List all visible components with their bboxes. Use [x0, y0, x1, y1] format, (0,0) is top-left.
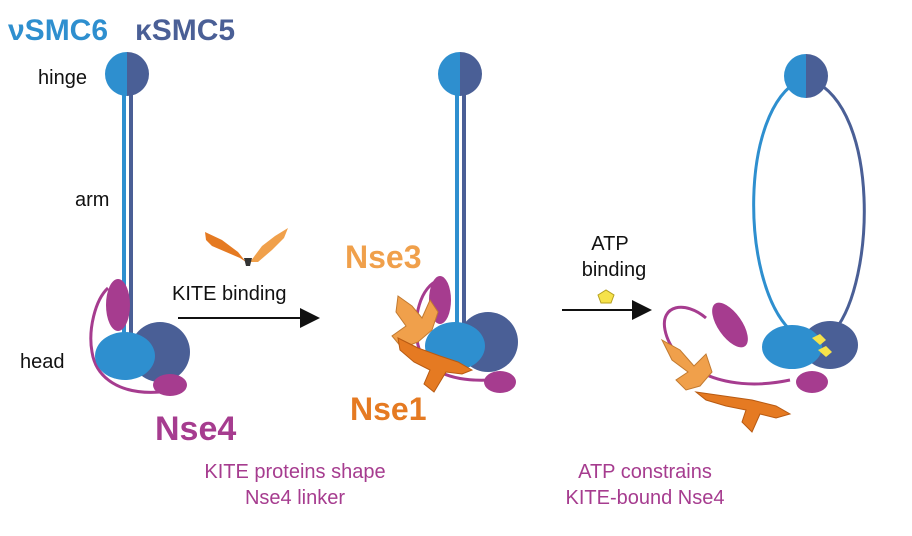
- nse1-protein-3: [694, 391, 792, 433]
- nse1-label: Nse1: [350, 391, 427, 427]
- caption-1-line-1: KITE proteins shape: [204, 461, 385, 483]
- atp-label-line-1: ATP: [591, 233, 628, 255]
- panel-3-atp-bound-complex: [660, 54, 866, 433]
- head-label: head: [20, 351, 65, 373]
- kite-bird-icon: [205, 228, 288, 266]
- atp-icon: [597, 289, 615, 304]
- smc6-head-3: [762, 325, 822, 369]
- atp-label-line-2: binding: [582, 259, 647, 281]
- nse4-n-domain: [106, 279, 130, 331]
- caption-2-line-1: ATP constrains: [578, 461, 712, 483]
- smc6-label: νSMC6: [8, 14, 108, 47]
- atp-bound-icon-2: [818, 346, 832, 357]
- caption-1-line-2: Nse4 linker: [245, 487, 345, 509]
- nse4-n-domain-3: [712, 302, 748, 348]
- smc5-label: κSMC5: [135, 14, 235, 47]
- nse4-linker: [89, 286, 161, 394]
- panel-1-smc-complex: [89, 52, 190, 396]
- nse4-c-domain-2: [484, 371, 516, 393]
- nse4-linker-2: [414, 278, 491, 382]
- nse4-c-domain: [153, 374, 187, 396]
- smc6-head: [95, 332, 155, 380]
- hinge-domain-2: [438, 52, 482, 96]
- kite-binding-label: KITE binding: [172, 283, 287, 305]
- arm-label: arm: [75, 189, 109, 211]
- panel-2-smc-kite-complex: [391, 52, 518, 393]
- hinge-domain-3: [784, 54, 828, 98]
- hinge-domain: [105, 52, 149, 96]
- nse3-protein: [391, 295, 439, 349]
- caption-2-line-2: KITE-bound Nse4: [566, 487, 725, 509]
- smc6-arm-3: [752, 78, 801, 332]
- nse3-label: Nse3: [345, 239, 422, 275]
- smc5-arm-3: [811, 78, 866, 331]
- nse3-protein-3: [660, 338, 713, 391]
- nse4-linker-3: [662, 305, 791, 386]
- hinge-label: hinge: [38, 67, 87, 89]
- nse4-label: Nse4: [155, 410, 236, 448]
- atp-bound-icon-1: [812, 334, 826, 345]
- nse4-c-domain-3: [796, 371, 828, 393]
- nse1-protein: [397, 337, 474, 393]
